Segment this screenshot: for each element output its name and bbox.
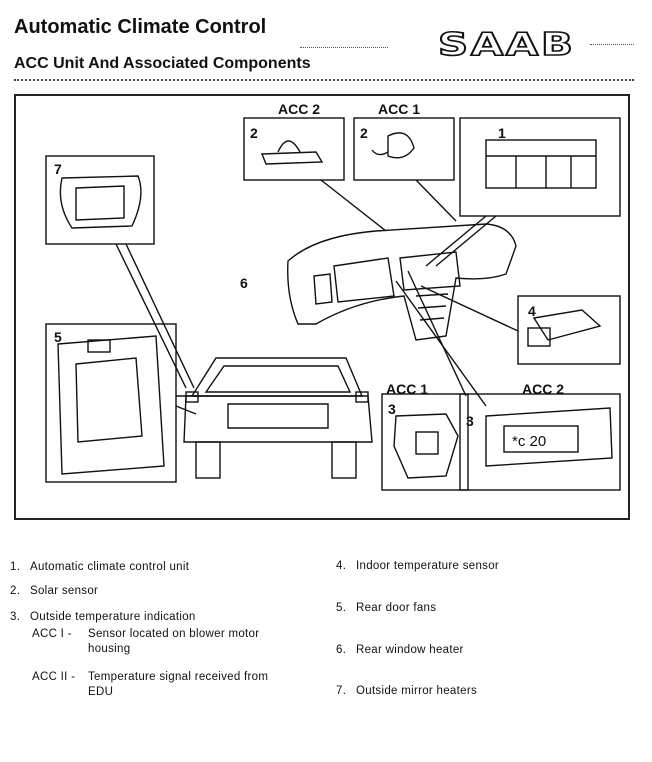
- legend-number: 2.: [10, 585, 21, 597]
- component-diagram: ACC 2 ACC 1 ACC 1 ACC 2 1 2 2 3 3 4 5 6 …: [14, 94, 630, 520]
- inset-control-unit: [459, 117, 621, 217]
- acc2-description: Temperature signal received from: [88, 671, 269, 683]
- callout-acc2-top: ACC 2: [278, 101, 320, 117]
- legend-number: 5.: [336, 602, 347, 614]
- inset-solar-sensor-acc1: [353, 117, 455, 181]
- legend-text: Automatic climate control unit: [30, 561, 190, 573]
- callout-3-acc1: 3: [388, 401, 396, 417]
- acc2-label: ACC II -: [32, 671, 76, 683]
- callout-6: 6: [240, 275, 248, 291]
- brand-rule: [590, 44, 634, 45]
- callout-4: 4: [528, 303, 536, 319]
- legend-number: 3.: [10, 611, 21, 623]
- display-readout: *c 20: [512, 433, 546, 450]
- acc1-description-cont: housing: [88, 643, 131, 655]
- brand-logo: SAAB: [437, 26, 576, 64]
- legend-number: 1.: [10, 561, 21, 573]
- legend-number: 4.: [336, 560, 347, 572]
- legend-text: Rear window heater: [356, 644, 464, 656]
- inset-mirror: [45, 155, 155, 245]
- header-rule: [14, 79, 634, 81]
- acc2-description-cont: EDU: [88, 686, 114, 698]
- legend-text: Outside temperature indication: [30, 611, 196, 623]
- legend-text: Rear door fans: [356, 602, 437, 614]
- legend-text: Indoor temperature sensor: [356, 560, 500, 572]
- inset-rear-door: [45, 323, 177, 483]
- legend-text: Outside mirror heaters: [356, 685, 477, 697]
- inset-acc1-sensor: [381, 393, 469, 491]
- acc1-description: Sensor located on blower motor: [88, 628, 260, 640]
- callout-acc1-bottom: ACC 1: [386, 381, 428, 397]
- legend-number: 7.: [336, 685, 347, 697]
- callout-7: 7: [54, 161, 62, 177]
- diagram-drawing: ACC 2 ACC 1 ACC 1 ACC 2 1 2 2 3 3 4 5 6 …: [45, 101, 621, 491]
- page-title: Automatic Climate Control: [14, 16, 267, 38]
- title-rule: [300, 47, 388, 48]
- callout-acc2-bottom: ACC 2: [522, 381, 564, 397]
- inset-acc2-display: [459, 393, 621, 491]
- legend-left: 1. Automatic climate control unit 2. Sol…: [10, 560, 310, 700]
- callout-2-acc1: 2: [360, 125, 368, 141]
- page-subtitle: ACC Unit And Associated Components: [14, 55, 311, 72]
- callout-1: 1: [498, 125, 506, 141]
- inset-indoor-sensor: [517, 295, 621, 365]
- legend-right: 4. Indoor temperature sensor 5. Rear doo…: [336, 559, 636, 699]
- acc1-label: ACC I -: [32, 628, 72, 640]
- legend-text: Solar sensor: [30, 585, 99, 597]
- callout-3-acc2: 3: [466, 413, 474, 429]
- callout-5: 5: [54, 329, 62, 345]
- callout-acc1-top: ACC 1: [378, 101, 420, 117]
- legend-number: 6.: [336, 644, 347, 656]
- callout-2-acc2: 2: [250, 125, 258, 141]
- inset-solar-sensor-acc2: [243, 117, 345, 181]
